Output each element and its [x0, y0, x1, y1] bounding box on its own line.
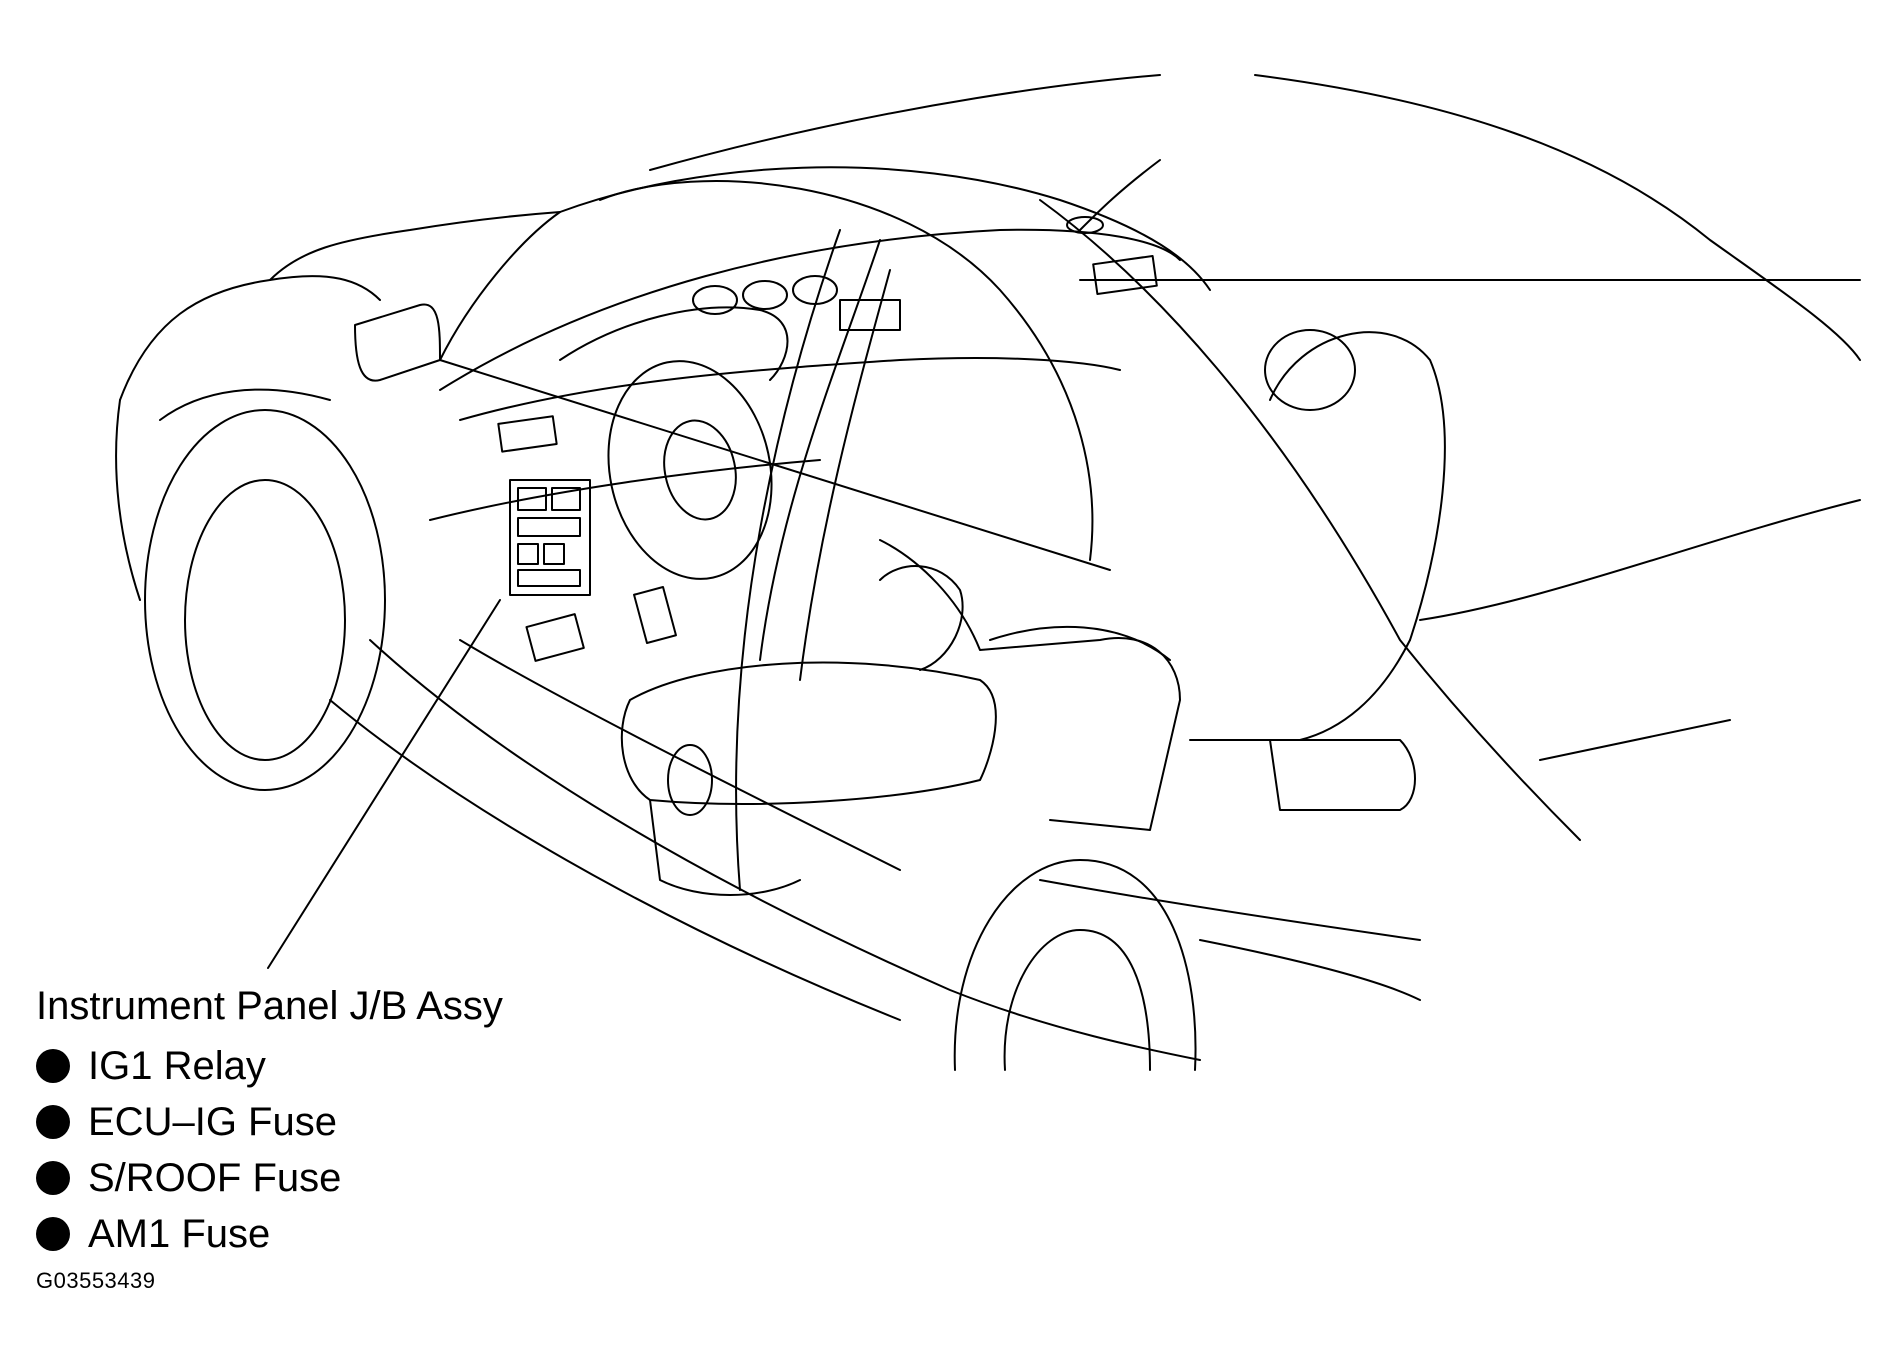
- pedal-1: [525, 613, 585, 662]
- center-vent: [839, 299, 901, 331]
- front-fender: [119, 275, 381, 401]
- dashboard-face: [459, 357, 1121, 421]
- legend-item-am1-fuse: AM1 Fuse: [36, 1206, 736, 1262]
- filled-circle-icon: [36, 1161, 70, 1195]
- a-pillar: [439, 211, 561, 361]
- front-bumper: [115, 399, 141, 601]
- frame-line-4: [1039, 199, 1581, 841]
- gauge-3: [792, 275, 838, 305]
- rear-door-bottom: [1039, 879, 1421, 941]
- gauge-2: [742, 280, 788, 310]
- seat-control: [667, 744, 713, 816]
- instrument-cluster: [559, 306, 789, 381]
- front-wheel-arch: [144, 409, 386, 791]
- legend-title: Instrument Panel J/B Assy: [36, 984, 503, 1028]
- floor-line: [459, 639, 901, 871]
- frame-line-3: [599, 180, 1094, 561]
- legend-list: IG1 Relay ECU–IG Fuse S/ROOF Fuse AM1 Fu…: [36, 1038, 736, 1262]
- side-mirror: [354, 303, 441, 382]
- component-legend: Instrument Panel J/B Assy IG1 Relay ECU–…: [36, 982, 736, 1262]
- frame-line-2: [735, 229, 841, 891]
- roof-outline: [649, 74, 1161, 171]
- passenger-seat-side: [1189, 639, 1411, 741]
- legend-item-ecu-ig-fuse: ECU–IG Fuse: [36, 1094, 736, 1150]
- leader-line: [267, 599, 501, 969]
- gauge-1: [692, 285, 738, 315]
- rear-body-line: [1539, 719, 1731, 761]
- rear-lamp: [1269, 739, 1416, 811]
- rear-wheel: [1003, 929, 1151, 1071]
- legend-item-label: AM1 Fuse: [88, 1211, 271, 1256]
- dashboard-top: [439, 228, 1181, 391]
- gear-shifter: [879, 565, 964, 671]
- filled-circle-icon: [36, 1049, 70, 1083]
- rocker-panel: [329, 699, 901, 1021]
- roof-rear-outline: [1254, 74, 1861, 361]
- frame-line-1: [439, 359, 1111, 571]
- passenger-headrest: [1264, 329, 1356, 411]
- filled-circle-icon: [36, 1105, 70, 1139]
- steering-wheel: [607, 360, 773, 580]
- legend-item-label: ECU–IG Fuse: [88, 1099, 337, 1144]
- dash-speaker: [1066, 216, 1104, 234]
- rear-wheel-arch: [953, 859, 1197, 1071]
- driver-seat-cushion: [620, 661, 997, 805]
- legend-item-label: IG1 Relay: [88, 1043, 266, 1088]
- legend-item-label: S/ROOF Fuse: [88, 1155, 342, 1200]
- rear-quarter: [1199, 939, 1421, 1001]
- front-wheel: [184, 479, 346, 761]
- dashboard-lower: [429, 459, 821, 521]
- door-sill: [369, 639, 1201, 1061]
- console-lid: [989, 625, 1171, 661]
- driver-seat-back: [759, 239, 881, 661]
- front-fender-lower: [159, 388, 331, 421]
- rear-deck-line: [1419, 499, 1861, 621]
- figure-id: G03553439: [36, 1268, 156, 1293]
- junction-box: [509, 479, 591, 596]
- windshield-top: [559, 166, 1211, 291]
- windshield-pillar-right: [1079, 159, 1161, 231]
- pedal-2: [633, 585, 677, 645]
- legend-item-s-roof-fuse: S/ROOF Fuse: [36, 1150, 736, 1206]
- left-vent: [497, 415, 558, 453]
- legend-item-ig1-relay: IG1 Relay: [36, 1038, 736, 1094]
- right-vent: [1092, 254, 1158, 296]
- filled-circle-icon: [36, 1217, 70, 1251]
- hood-line: [269, 211, 561, 281]
- passenger-seat-back: [1269, 331, 1446, 641]
- driver-seat-back-2: [799, 269, 891, 681]
- driver-seat-base: [649, 799, 801, 896]
- center-console: [879, 539, 1181, 831]
- steering-hub: [663, 419, 737, 521]
